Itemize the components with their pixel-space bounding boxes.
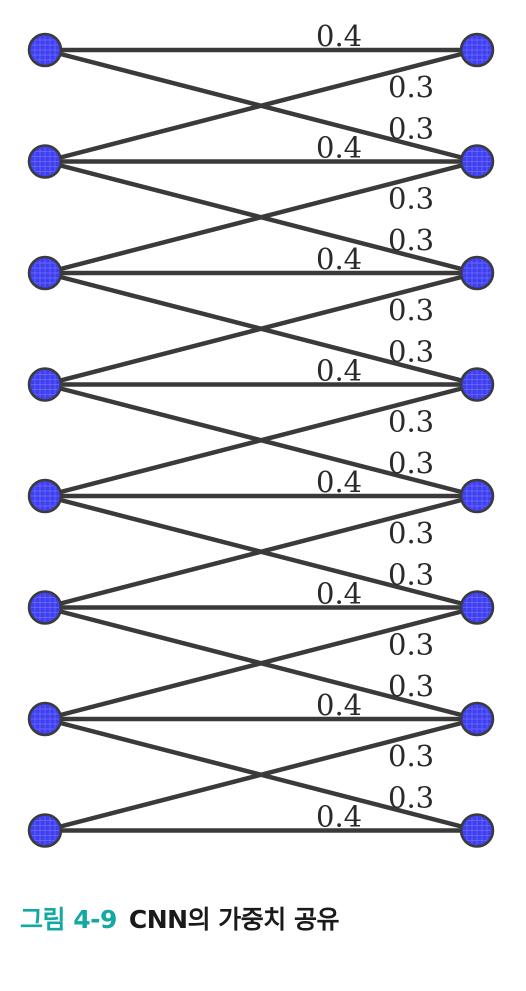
weight-label-diagonal-out: 0.3 bbox=[388, 70, 434, 104]
figure-caption: 그림 4-9 CNN의 가중치 공유 bbox=[20, 900, 339, 936]
weight-sharing-diagram: 0.4 0.3 0.4 0.3 0.3 0.4 0.3 0.3 0.4 0.3 0.3 0.4 0.3 0… bbox=[27, 19, 495, 848]
weight-label-diagonal-in: 0.3 bbox=[388, 446, 434, 480]
output-node bbox=[459, 144, 495, 179]
weight-label-diagonal-in: 0.3 bbox=[388, 669, 434, 703]
weight-label-straight: 0.4 bbox=[316, 354, 362, 388]
weight-label-straight: 0.4 bbox=[316, 800, 362, 834]
input-node bbox=[27, 367, 63, 402]
weight-label-straight: 0.4 bbox=[316, 465, 362, 499]
input-node bbox=[27, 590, 63, 625]
figure-title: CNN의 가중치 공유 bbox=[128, 905, 340, 934]
weight-label-diagonal-in: 0.3 bbox=[388, 335, 434, 369]
weight-label-diagonal-out: 0.3 bbox=[388, 628, 434, 662]
edge-diagonal-up bbox=[42, 382, 480, 499]
nodes-layer bbox=[27, 32, 495, 848]
input-node bbox=[27, 478, 63, 514]
input-node bbox=[27, 255, 63, 291]
weight-label-straight: 0.4 bbox=[316, 242, 362, 276]
weight-label-diagonal-in: 0.3 bbox=[388, 558, 434, 592]
edge-diagonal-up bbox=[42, 605, 480, 722]
weight-label-diagonal-in: 0.3 bbox=[388, 781, 434, 815]
output-node bbox=[459, 813, 495, 848]
weight-label-straight: 0.4 bbox=[316, 19, 362, 53]
edges-layer bbox=[42, 47, 480, 833]
input-node bbox=[27, 32, 63, 68]
output-node bbox=[459, 367, 495, 402]
output-node bbox=[459, 701, 495, 737]
edge-diagonal-up bbox=[42, 159, 480, 276]
output-node bbox=[459, 590, 495, 625]
edge-diagonal-up bbox=[42, 716, 480, 833]
output-node bbox=[459, 32, 495, 68]
weight-label-diagonal-out: 0.3 bbox=[388, 739, 434, 773]
input-node bbox=[27, 701, 63, 737]
edge-diagonal-up bbox=[42, 493, 480, 610]
edge-diagonal-up bbox=[42, 270, 480, 387]
figure-number: 그림 4-9 bbox=[20, 905, 117, 934]
weight-label-straight: 0.4 bbox=[316, 131, 362, 165]
weight-label-diagonal-out: 0.3 bbox=[388, 293, 434, 327]
weight-label-diagonal-out: 0.3 bbox=[388, 182, 434, 216]
weight-label-straight: 0.4 bbox=[316, 688, 362, 722]
weight-label-diagonal-in: 0.3 bbox=[388, 223, 434, 257]
weight-label-diagonal-out: 0.3 bbox=[388, 405, 434, 439]
weight-label-diagonal-out: 0.3 bbox=[388, 516, 434, 550]
edge-diagonal-up bbox=[42, 47, 480, 164]
input-node bbox=[27, 813, 63, 848]
output-node bbox=[459, 255, 495, 291]
input-node bbox=[27, 144, 63, 179]
weight-labels-layer: 0.4 0.3 0.4 0.3 0.3 0.4 0.3 0.3 0.4 0.3 0.3 0.4 0.3 0… bbox=[316, 19, 434, 834]
weight-label-diagonal-in: 0.3 bbox=[388, 112, 434, 146]
output-node bbox=[459, 478, 495, 514]
weight-label-straight: 0.4 bbox=[316, 577, 362, 611]
